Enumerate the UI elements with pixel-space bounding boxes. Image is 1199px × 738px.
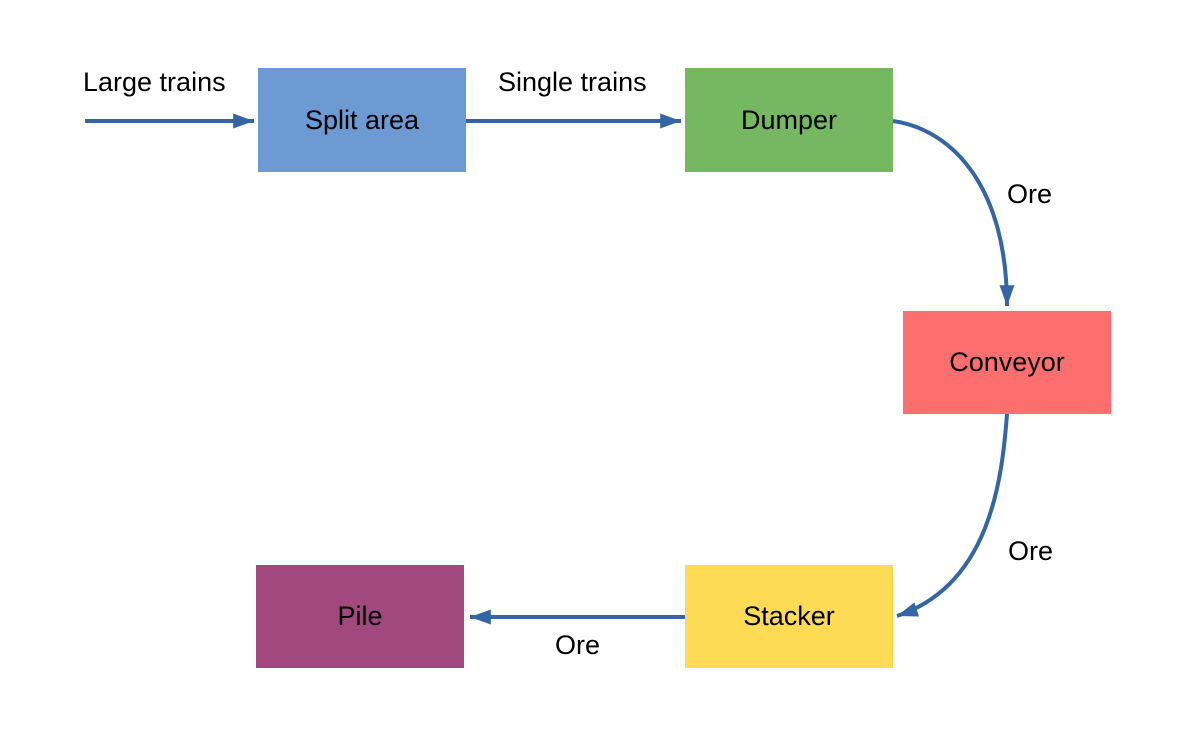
node-pile-label: Pile <box>337 601 383 631</box>
edge-label-single-trains: Single trains <box>498 67 647 97</box>
edge-label-large-trains: Large trains <box>83 67 226 97</box>
node-conveyor: Conveyor <box>903 311 1111 414</box>
node-dumper: Dumper <box>685 68 893 172</box>
node-dumper-label: Dumper <box>740 104 838 135</box>
edge-label-ore-stacker-to-pile: Ore <box>555 630 601 660</box>
node-split-area-label: Split area <box>304 104 420 135</box>
node-conveyor-label: Conveyor <box>949 347 1065 377</box>
edge-conveyor-to-stacker <box>896 413 1009 618</box>
node-stacker: Stacker <box>685 565 893 668</box>
node-pile: Pile <box>256 565 464 668</box>
node-stacker-label: Stacker <box>743 601 835 631</box>
edge-label-ore-dumper-to-conveyor: Ore <box>1007 179 1053 209</box>
edge-label-ore-conveyor-to-stacker: Ore <box>1008 536 1054 566</box>
edge-dumper-to-conveyor <box>892 119 1015 307</box>
node-split-area: Split area <box>258 68 466 172</box>
